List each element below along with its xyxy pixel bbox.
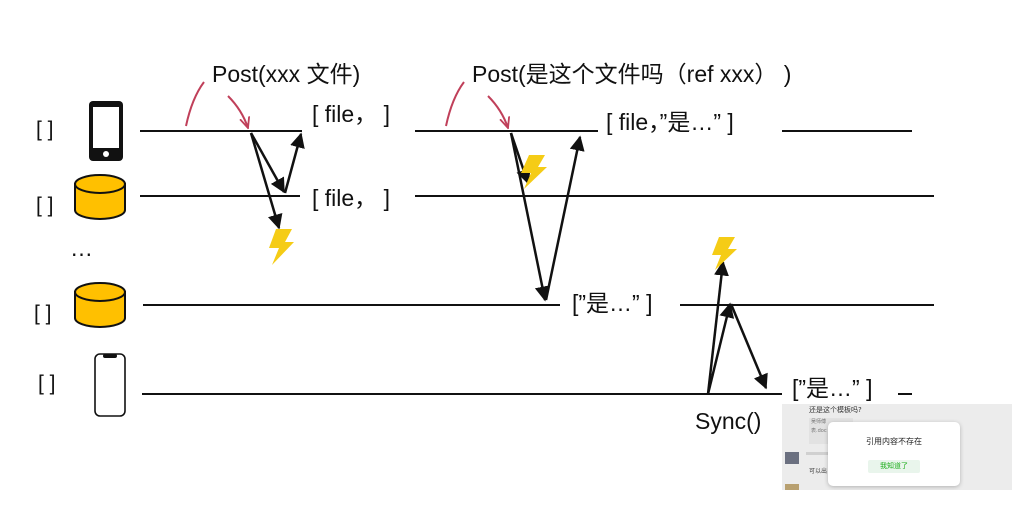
reference-missing-screenshot: 还是这个模板吗? 吴师傅 表.doc 可以出 引用内容不存在 我知道了 [782,404,1012,490]
side-name [806,452,836,455]
database-icon [74,282,126,328]
lightning-icon [269,229,294,265]
sync-label: Sync() [695,408,761,434]
arrow-sync-up-node3 [706,302,735,395]
avatar [785,452,799,464]
lightning-icon [521,155,547,189]
node-3-label: [ ] [34,302,52,325]
side-text: 可以出 [809,468,828,475]
post-first-pointer-hook [185,81,205,127]
row2-mid-label: [ file， ] [312,185,390,211]
arrow-sync-up-cloud [706,260,729,395]
post-second-pointer-arrow [487,95,508,128]
lightning-icon [712,237,737,270]
arrow-sync-down-node4 [729,303,768,390]
arrow-post1-to-cloud [249,132,283,230]
phone-outline-icon [94,353,126,417]
node-4-label: [ ] [38,372,56,395]
template-question-text: 还是这个模板吗? [809,406,862,414]
row4-right-label: [”是…” ] [792,375,873,401]
database-icon [74,174,126,220]
more-nodes-ellipsis: … [70,235,93,261]
node-1-label: [ ] [36,118,54,141]
arrow-post2-to-cloud [509,132,531,185]
alert-message: 引用内容不存在 [866,437,922,446]
ref-filename: 表.doc [811,428,827,434]
post-first-pointer-arrow [227,95,248,128]
row3-mid-label: [”是…” ] [572,290,653,316]
arrow-post1-to-node2 [249,132,286,194]
node-2-label: [ ] [36,194,54,217]
arrow-node3-ack [544,135,585,301]
row1-mid-label: [ file， ] [312,101,390,127]
post-first-label: Post(xxx 文件) [212,61,360,87]
phone-icon [89,101,123,161]
avatar [785,484,799,490]
ref-sender: 吴师傅 [811,419,827,425]
post-second-pointer-hook [445,81,465,127]
row1-right-label: [ file，”是…” ] [606,109,734,135]
arrow-node2-ack [283,132,305,194]
post-second-label: Post(是这个文件吗（ref xxx） ) [472,61,791,87]
alert-dialog: 引用内容不存在 我知道了 [828,422,960,486]
arrow-post2-to-node3 [509,132,550,302]
acknowledge-button[interactable]: 我知道了 [868,460,920,473]
